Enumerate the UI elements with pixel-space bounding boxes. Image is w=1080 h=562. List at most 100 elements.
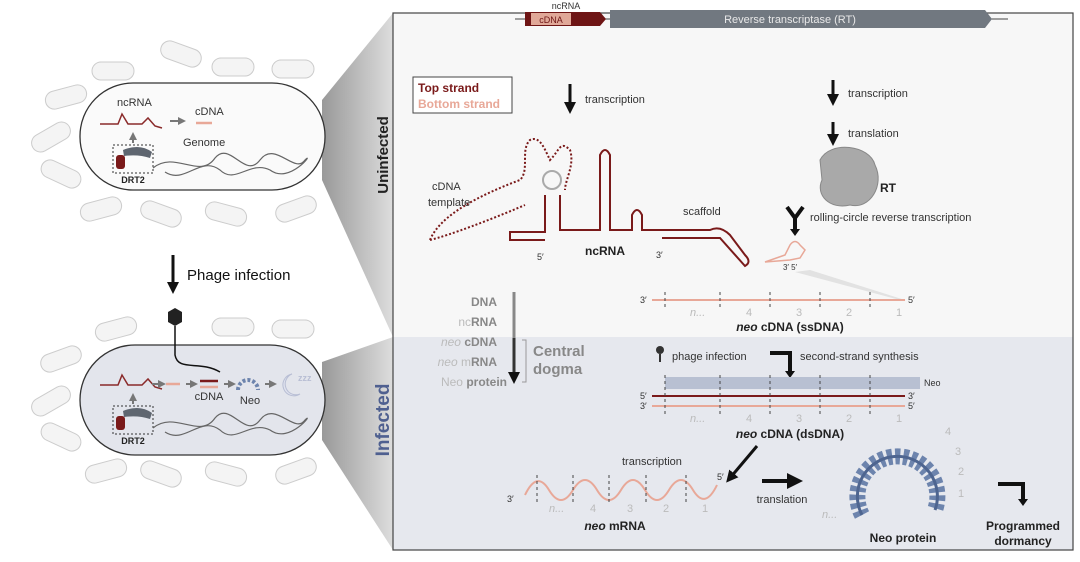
sleep-z-icon: zzz	[298, 373, 312, 383]
mini-ncrna-icon	[100, 112, 163, 129]
second-strand-arrowhead	[785, 371, 795, 378]
repeat-number: 4	[590, 503, 596, 515]
background-cells	[31, 40, 317, 488]
central-label: Central	[533, 343, 585, 360]
cdna-template-label-1: cDNA	[432, 181, 461, 193]
protein-repeat-number: 2	[958, 466, 964, 478]
rt-gene-icon	[123, 407, 152, 419]
ssdna-label: neo cDNA (ssDNA)	[736, 320, 844, 334]
rt-transcription-label: transcription	[848, 88, 908, 100]
protein-repeat-number: 1	[958, 488, 964, 500]
cell-neo-label: Neo	[240, 395, 260, 407]
neo-orf-label: Neo	[924, 378, 941, 388]
phage-infection-text: phage infection	[672, 351, 747, 363]
rt-translation-label: translation	[848, 128, 899, 140]
drt2-label: DRT2	[121, 175, 145, 185]
rolling-circle-arrowhead	[790, 229, 800, 236]
transcription-label: transcription	[585, 94, 645, 106]
dormancy-label-2: dormancy	[994, 534, 1052, 548]
scaffold-label: scaffold	[683, 206, 721, 218]
repeat-number: 3	[627, 503, 633, 515]
protein-repeat-number: 4	[945, 426, 951, 438]
ssdna: 3′ 5′ n... 4 3 2 1 neo cDNA (ssDNA)	[640, 292, 915, 334]
ssdna-5prime: 5′	[908, 295, 915, 305]
repeat-number: 3	[796, 413, 802, 425]
genome-icon	[152, 152, 308, 176]
repeat-number: n...	[690, 413, 705, 425]
neo-protein-icon	[236, 378, 260, 391]
dormancy-moon-icon	[282, 373, 301, 397]
ncrna-gene-icon	[116, 416, 125, 430]
cdna-region-label: cDNA	[539, 15, 563, 25]
ncrna-3prime: 3′	[656, 250, 663, 260]
ncrna-label: ncRNA	[585, 244, 625, 258]
cell-cdna-label: cDNA	[195, 106, 224, 118]
drt2-gene-map: cDNA ncRNA Reverse transcriptase (RT)	[515, 1, 1008, 28]
mrna: 3′ 5′ n... 4 3 2 1 neo mRNA	[507, 472, 724, 533]
neo-protein-label: Neo protein	[870, 531, 937, 545]
mrna-3prime: 3′	[507, 494, 514, 504]
central-dogma-bracket	[522, 339, 527, 383]
infected-label: Infected	[373, 384, 394, 457]
central-dogma: DNA ncRNA neo cDNA neo mRNA Neo protein	[438, 295, 507, 389]
mrna-transcription-label: transcription	[622, 456, 682, 468]
rt-protein-structure	[819, 146, 879, 207]
ncrna-gene-icon	[116, 155, 125, 169]
dsdna-bottom-3prime: 3′	[640, 401, 647, 411]
zoom-cone-infected	[322, 337, 393, 550]
mrna-5prime: 5′	[717, 472, 724, 482]
zoom-wedge	[795, 270, 905, 300]
dormancy-label-1: Programmed	[986, 519, 1060, 533]
phage-icon	[168, 308, 182, 326]
dsdna-bottom-5prime: 5′	[908, 401, 915, 411]
protein-repeat-number: n...	[822, 509, 837, 521]
protein-repeat-number: 3	[955, 446, 961, 458]
drt2-locus-box	[112, 144, 154, 174]
repeat-number: 2	[846, 307, 852, 319]
strand-legend: Top strand Bottom strand	[412, 76, 513, 114]
second-strand-label: second-strand synthesis	[800, 351, 919, 363]
cell-ncrna-label: ncRNA	[117, 97, 153, 109]
uninfected-cell: ncRNA cDNA DRT2 Genome	[79, 82, 326, 191]
genome-icon	[152, 412, 308, 436]
dogma-item-mrna: neo mRNA	[438, 355, 498, 369]
ssdna-3prime: 3′	[640, 295, 647, 305]
cell-cdna-label: cDNA	[195, 391, 224, 403]
repeat-number: 3	[796, 307, 802, 319]
mini-ncrna-icon	[100, 373, 163, 390]
ncrna-5prime: 5′	[537, 252, 544, 262]
second-strand-arrow	[770, 351, 792, 372]
ncrna-structure	[429, 138, 750, 268]
circle-ends-label: 3′ 5′	[783, 263, 798, 272]
repeat-number: 1	[896, 307, 902, 319]
cdna-circle-structure	[764, 240, 806, 263]
rt-protein-label: RT	[880, 181, 897, 195]
repeat-number: n...	[690, 307, 705, 319]
protein-translation-label: translation	[757, 494, 808, 506]
drt2-label: DRT2	[121, 436, 145, 446]
dogma-item-dna: DNA	[471, 295, 497, 309]
dormancy-arrow	[998, 482, 1025, 500]
rolling-circle-arrow	[785, 205, 805, 230]
phage-icon	[656, 346, 664, 362]
neo-protein-structure	[849, 448, 946, 519]
dsdna-top-3prime: 3′	[908, 391, 915, 401]
mrna-label: neo mRNA	[584, 519, 646, 533]
dsdna-label: neo cDNA (dsDNA)	[736, 427, 844, 441]
dogma-item-protein: Neo protein	[441, 375, 507, 389]
zoom-cone-uninfected	[322, 13, 393, 337]
repeat-number: n...	[549, 503, 564, 515]
phage-infection-label: Phage infection	[187, 267, 290, 284]
repeat-number: 4	[746, 307, 752, 319]
dogma-item-ncrna: ncRNA	[458, 315, 497, 329]
dsdna-top-5prime: 5′	[640, 391, 647, 401]
infected-cell: cDNA Neo zzz DRT2	[79, 308, 326, 456]
drt2-locus-box	[112, 405, 154, 435]
uninfected-label: Uninfected	[375, 116, 392, 194]
rt-gene	[610, 10, 992, 28]
mrna-transcription-arrow	[726, 445, 759, 483]
repeat-number: 2	[663, 503, 669, 515]
dsdna: Neo 5′ 3′ 3′ 5′ n... 4 3 2 1 neo cDNA (d…	[640, 375, 941, 441]
phage-dna-icon	[174, 326, 221, 373]
repeat-number: 4	[746, 413, 752, 425]
